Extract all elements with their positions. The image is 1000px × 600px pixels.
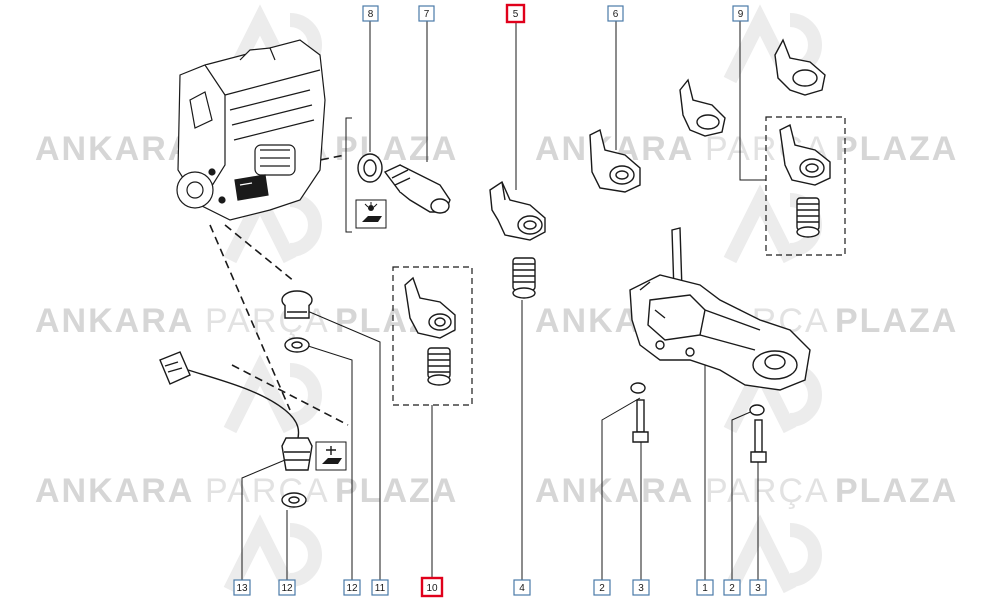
- callout-box-highlighted: [420, 576, 444, 598]
- callout-1[interactable]: 1: [696, 579, 714, 596]
- callout-box: [233, 579, 251, 596]
- part-4-sleeve: [512, 257, 536, 299]
- part-3-bolt: [632, 399, 767, 463]
- part-1-oil-pump: [629, 227, 811, 391]
- group-box-10: [392, 266, 473, 406]
- callout-number: 12: [346, 583, 358, 594]
- part-13-oil-level-sensor: [159, 351, 313, 471]
- callout-2[interactable]: 2: [593, 579, 611, 596]
- callout-box: [513, 579, 531, 596]
- callout-box: [723, 579, 741, 596]
- callout-5[interactable]: 5: [505, 3, 526, 24]
- callout-number: 8: [368, 9, 374, 20]
- callout-number: 12: [281, 583, 293, 594]
- callout-number: 5: [513, 9, 519, 20]
- callouts-bottom: 13 12 12 11 10 4 2 3: [233, 576, 767, 598]
- callout-6[interactable]: 6: [607, 5, 624, 22]
- callout-3[interactable]: 3: [632, 579, 650, 596]
- callout-number: 10: [426, 583, 438, 594]
- callout-11[interactable]: 11: [371, 579, 389, 596]
- callout-number: 7: [424, 9, 430, 20]
- callout-box: [749, 579, 767, 596]
- callout-number: 13: [236, 583, 248, 594]
- watermark-word: ANKARA: [35, 472, 194, 510]
- watermark-word: ANKARA: [535, 472, 694, 510]
- part-7-pressure-switch: [383, 164, 451, 214]
- watermark-word: PARÇA: [705, 472, 830, 510]
- engine-block: [176, 39, 326, 221]
- watermark-word: ANKARA: [35, 130, 194, 168]
- oil-pressure-warning-icon: [355, 199, 387, 229]
- callout-number: 6: [613, 9, 619, 20]
- callout-number: 2: [729, 583, 735, 594]
- watermark-layer: ANKARA PARÇA PLAZA ANKARA PARÇA PLAZA AN…: [35, 4, 958, 594]
- callout-9[interactable]: 9: [732, 5, 749, 22]
- part-6-pump-body: [589, 128, 641, 193]
- callout-12[interactable]: 12: [278, 579, 296, 596]
- part-11-drain-plug: [281, 290, 313, 319]
- callout-box: [696, 579, 714, 596]
- watermark-word: PLAZA: [835, 472, 958, 510]
- group-box-9: [765, 116, 846, 256]
- leader-lines: [241, 20, 766, 580]
- callout-3[interactable]: 3: [749, 579, 767, 596]
- callouts-top: 8 7 5 6 9: [362, 3, 749, 24]
- callout-box: [593, 579, 611, 596]
- watermark-word: PLAZA: [835, 302, 958, 340]
- callout-box-highlighted: [505, 3, 526, 24]
- group-boxes: [392, 116, 846, 406]
- callout-box: [607, 5, 624, 22]
- callout-box: [362, 5, 379, 22]
- part-12-washer: [281, 337, 310, 508]
- callout-number: 3: [755, 583, 761, 594]
- dashed-guides: [209, 154, 349, 426]
- callout-number: 2: [599, 583, 605, 594]
- callout-7[interactable]: 7: [418, 5, 435, 22]
- callout-4[interactable]: 4: [513, 579, 531, 596]
- callout-2[interactable]: 2: [723, 579, 741, 596]
- callout-8[interactable]: 8: [362, 5, 379, 22]
- part-10-strainer-kit: [404, 276, 456, 386]
- part-5-oil-strainer: [489, 180, 546, 241]
- watermark-word: ANKARA: [35, 302, 194, 340]
- callout-10[interactable]: 10: [420, 576, 444, 598]
- watermark-word: PLAZA: [835, 130, 958, 168]
- watermark-word: PLAZA: [335, 472, 458, 510]
- part-9-pickup-tube: [679, 38, 831, 238]
- watermark-word: PLAZA: [335, 130, 458, 168]
- callout-12[interactable]: 12: [343, 579, 361, 596]
- callout-box: [371, 579, 389, 596]
- callout-box: [343, 579, 361, 596]
- part-8-seal-ring: [357, 153, 383, 183]
- callout-number: 4: [519, 583, 525, 594]
- watermark-word: PARÇA: [205, 472, 330, 510]
- part-2-nut: [630, 382, 765, 416]
- callout-13[interactable]: 13: [233, 579, 251, 596]
- callout-box: [418, 5, 435, 22]
- callout-number: 9: [738, 9, 744, 20]
- callout-box: [632, 579, 650, 596]
- watermark-word: PARÇA: [205, 302, 330, 340]
- callout-number: 1: [702, 583, 708, 594]
- oil-level-warning-icon: [315, 441, 347, 471]
- callout-number: 11: [375, 583, 386, 594]
- callout-box: [278, 579, 296, 596]
- callout-number: 3: [638, 583, 644, 594]
- callout-box: [732, 5, 749, 22]
